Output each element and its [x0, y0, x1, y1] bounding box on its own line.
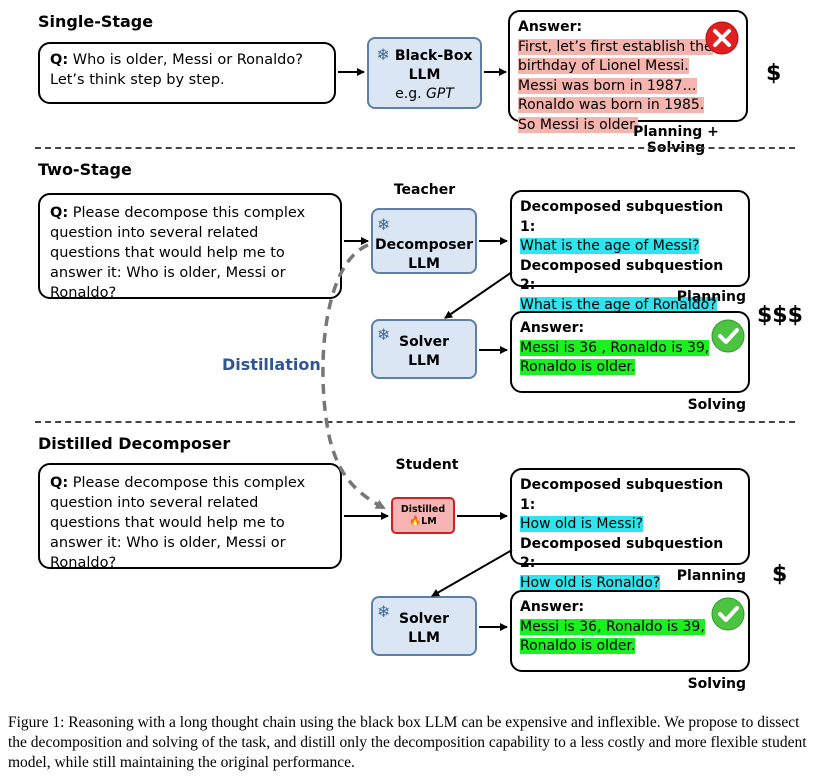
llm-line2: LLM	[408, 67, 441, 83]
snowflake-icon: ❄	[377, 325, 391, 344]
sub1-header: Decomposed subquestion 1:	[520, 477, 724, 513]
distilled-subquestion-box: Decomposed subquestion 1: How old is Mes…	[510, 468, 750, 591]
section-divider	[35, 421, 795, 423]
answer-header: Answer:	[520, 599, 585, 615]
distilled-lm: Distilled 🔥LM	[391, 497, 455, 534]
distilled-solver-llm: ❄ Solver LLM	[371, 596, 477, 656]
sub1-text: How old is Messi?	[520, 516, 644, 532]
two-planning-label: Planning	[676, 289, 746, 305]
distilled-line2: LM	[421, 516, 437, 527]
flame-icon: 🔥	[409, 516, 422, 527]
sub2-text: How old is Ronaldo?	[520, 574, 661, 591]
decomposer-line1: Decomposer	[375, 237, 473, 253]
sub2-header: Decomposed subquestion 2:	[520, 535, 724, 572]
distilled-answer-box: Answer: Messi is 36, Ronaldo is 39, Rona…	[510, 590, 750, 672]
distillation-arrow	[321, 243, 386, 510]
two-question-box: Q: Please decompose this complex questio…	[38, 193, 342, 301]
single-question-box: Q: Who is older, Messi or Ronaldo? Let’s…	[38, 42, 336, 104]
teacher-label: Teacher	[393, 182, 456, 198]
check-mark-icon	[711, 319, 745, 353]
llm-model: GPT	[426, 86, 454, 102]
solver-line2: LLM	[408, 353, 440, 369]
section-divider	[35, 147, 795, 149]
distilled-solving-label: Solving	[687, 676, 746, 692]
figure-caption: Figure 1: Reasoning with a long thought …	[8, 714, 807, 771]
distilled-arrows	[344, 512, 513, 631]
two-answer-box: Answer: Messi is 36 , Ronaldo is 39, Ron…	[510, 311, 750, 393]
distilled-line1: Distilled	[400, 504, 446, 515]
two-solver-llm: ❄ Solver LLM	[371, 319, 477, 379]
solver-line2: LLM	[408, 630, 440, 646]
question-prefix: Q:	[50, 475, 69, 491]
distilled-title: Distilled Decomposer	[38, 434, 231, 453]
answer-header: Answer:	[520, 320, 585, 336]
question-prefix: Q:	[50, 52, 69, 68]
single-answer-box: Answer: First, let’s first establish the…	[508, 10, 748, 133]
sub1-text: What is the age of Messi?	[520, 238, 700, 254]
distilled-question-box: Q: Please decompose this complex questio…	[38, 463, 342, 571]
single-cost: $	[766, 61, 782, 86]
single-stage-title: Single-Stage	[38, 12, 154, 31]
two-solving-label: Solving	[687, 397, 746, 413]
snowflake-icon: ❄	[376, 45, 390, 64]
two-subquestion-box: Decomposed subquestion 1: What is the ag…	[510, 190, 750, 313]
answer-header: Answer:	[518, 19, 583, 35]
solver-line1: Solver	[398, 334, 450, 350]
arrows-layer	[321, 68, 513, 631]
distilled-planning-label: Planning	[676, 568, 746, 584]
two-question-text: Please decompose this complex question i…	[50, 205, 306, 301]
decomposer-llm: ❄ Decomposer LLM	[371, 208, 477, 274]
single-question-text: Who is older, Messi or Ronaldo? Let’s th…	[50, 52, 303, 88]
sub2-text: What is the age of Ronaldo?	[520, 296, 717, 313]
two-cost: $$$	[757, 303, 803, 328]
solver-line1: Solver	[398, 611, 450, 627]
distillation-label: Distillation	[222, 355, 321, 374]
two-stage-title: Two-Stage	[38, 160, 132, 179]
black-box-llm: ❄ Black-Box LLM e.g. GPT	[367, 37, 482, 109]
sub1-header: Decomposed subquestion 1:	[520, 199, 724, 235]
check-mark-icon	[711, 597, 745, 631]
student-label: Student	[395, 457, 459, 473]
x-mark-icon	[705, 21, 739, 55]
snowflake-icon: ❄	[377, 602, 391, 621]
distilled-question-text: Please decompose this complex question i…	[50, 475, 306, 571]
decomposer-line2: LLM	[408, 256, 440, 272]
two-stage-arrows	[344, 237, 513, 354]
snowflake-icon: ❄	[377, 215, 391, 234]
llm-line1: Black-Box	[394, 48, 473, 64]
distilled-cost: $	[772, 562, 788, 587]
question-prefix: Q:	[50, 205, 69, 221]
llm-eg: e.g.	[395, 86, 422, 102]
sub2-header: Decomposed subquestion 2:	[520, 257, 724, 294]
